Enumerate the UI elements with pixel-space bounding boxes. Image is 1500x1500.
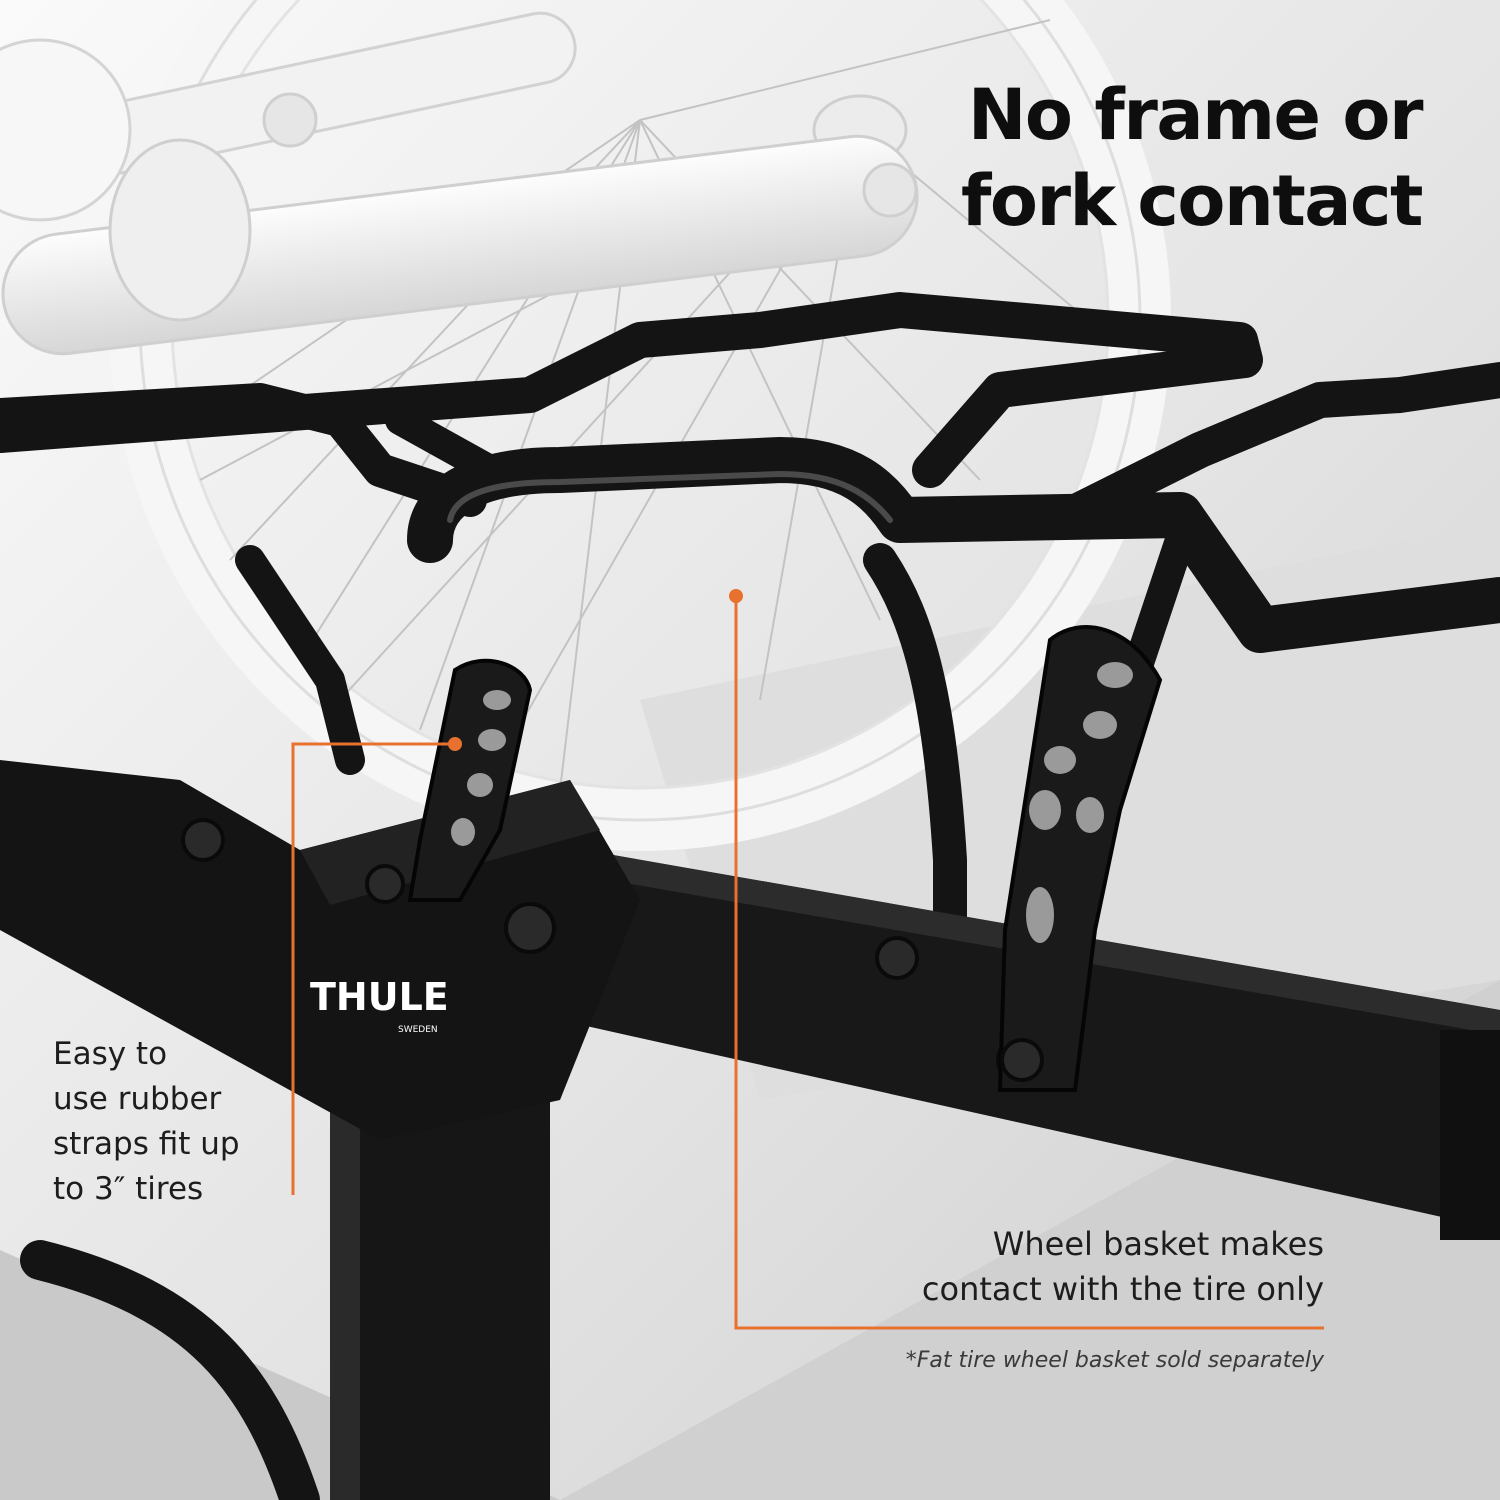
rack-mast xyxy=(330,1050,550,1500)
basket-callout-line: Wheel basket makes xyxy=(992,1225,1324,1263)
thule-logo-text: THULE xyxy=(310,975,449,1019)
straps-callout-text: Easy to use rubber straps fit up to 3″ t… xyxy=(53,1032,240,1212)
tray-highlight xyxy=(447,470,893,523)
straps-callout-line xyxy=(291,742,455,1195)
rubber-strap-right xyxy=(997,625,1163,1092)
thule-logo: THULE SWEDEN xyxy=(305,960,449,1035)
basket-callout-line: contact with the tire only xyxy=(921,1270,1324,1308)
straps-callout-line: Easy to xyxy=(53,1036,168,1072)
callout-leaders xyxy=(291,589,1324,1330)
thule-logo-subtext: SWEDEN xyxy=(398,1025,438,1035)
headline-line-2: fork contact xyxy=(960,160,1424,242)
basket-callout-dot xyxy=(729,589,743,603)
rubber-strap-left xyxy=(407,658,533,902)
bike-frame xyxy=(0,11,919,356)
headline: No frame or fork contact xyxy=(960,72,1424,244)
straps-callout-line: to 3″ tires xyxy=(53,1171,204,1207)
rack-crossbar xyxy=(470,830,1500,1230)
straps-callout-line: use rubber xyxy=(53,1081,222,1117)
tray-end-cap xyxy=(1175,334,1255,366)
basket-callout-line xyxy=(734,596,1324,1330)
rack-body xyxy=(0,760,1500,1500)
straps-callout-dot xyxy=(448,737,462,751)
crossbar-end-cap xyxy=(1440,1030,1500,1240)
headline-line-1: No frame or xyxy=(967,74,1424,156)
straps-callout-line: straps fit up xyxy=(53,1126,240,1162)
footnote: *Fat tire wheel basket sold separately xyxy=(905,1348,1324,1373)
basket-callout-text: Wheel basket makes contact with the tire… xyxy=(922,1222,1324,1312)
